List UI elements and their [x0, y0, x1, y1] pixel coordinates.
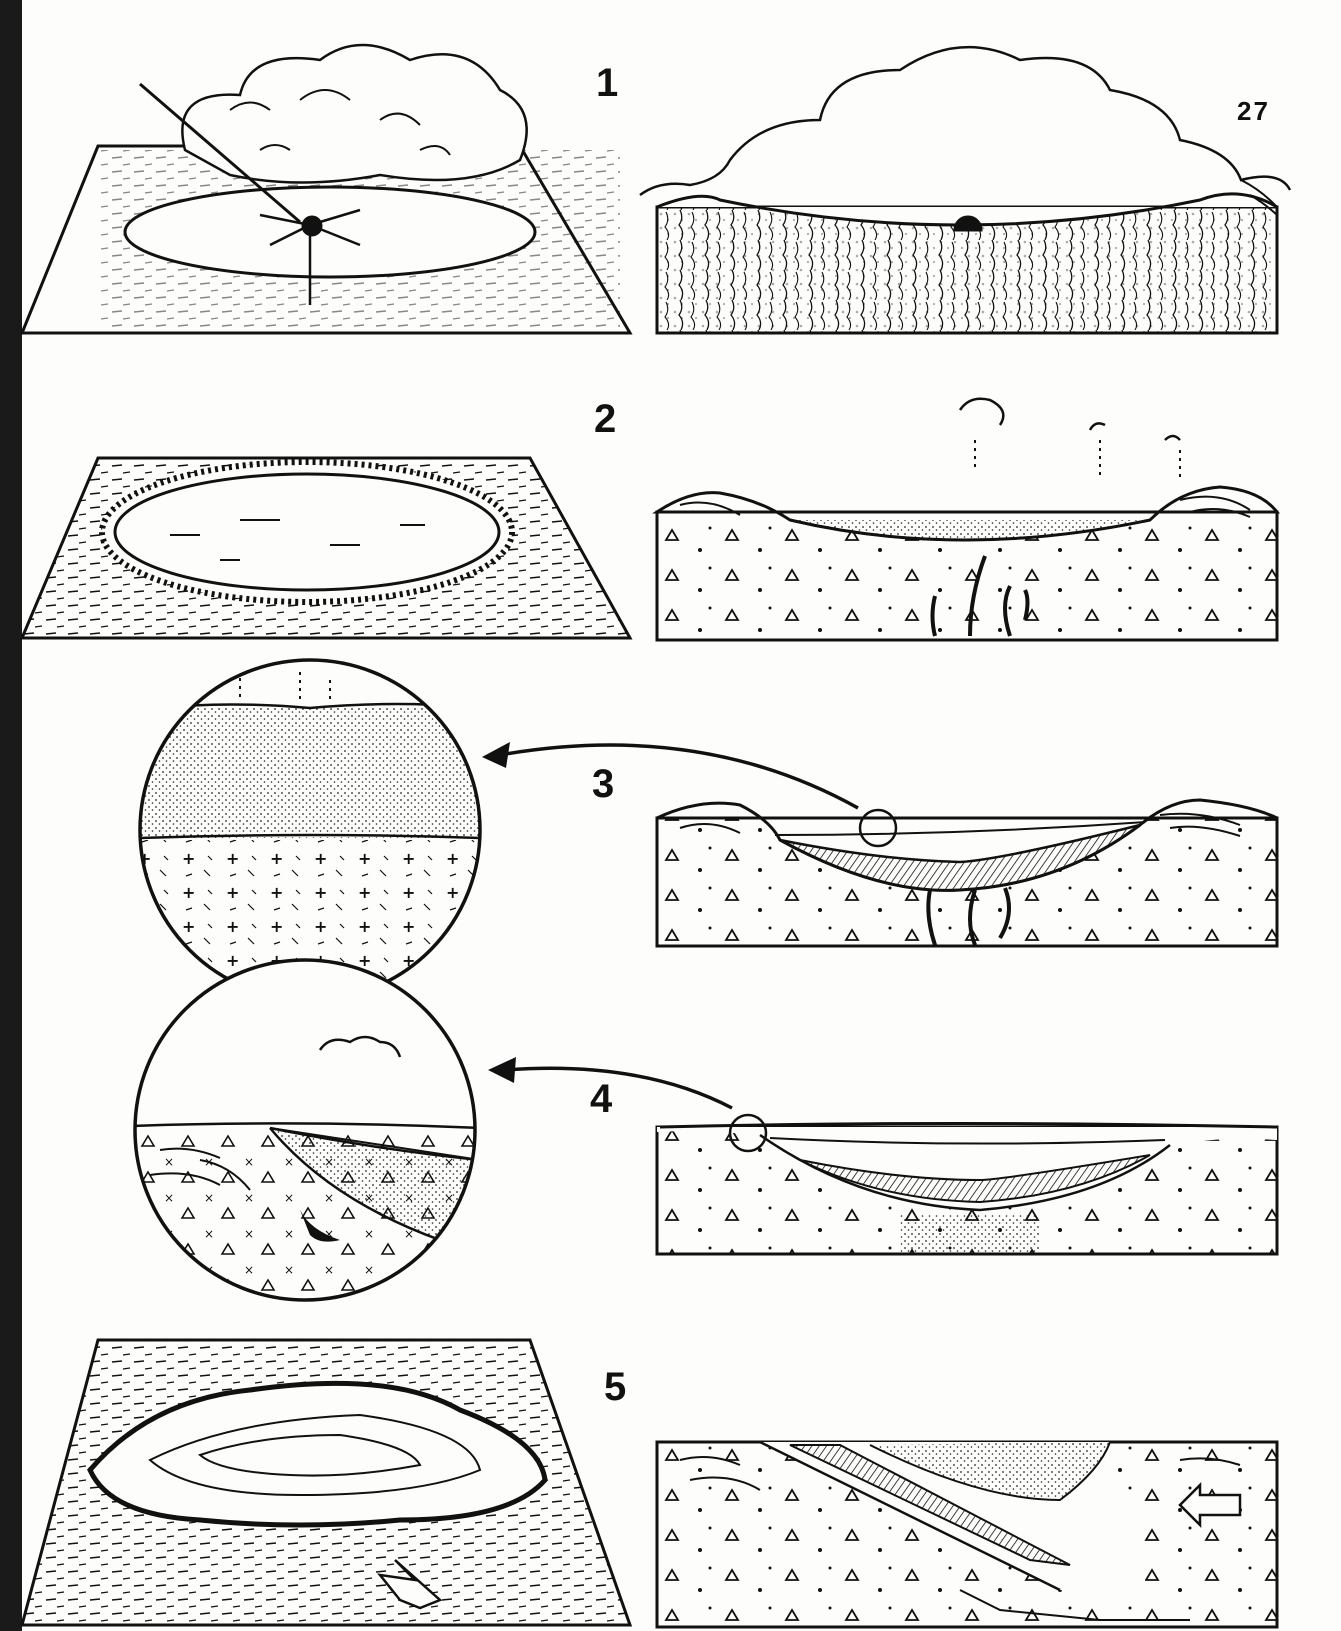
stage-2-perspective: [22, 458, 630, 638]
stage-number-1: 1: [596, 61, 618, 105]
page-number: 27: [1237, 96, 1270, 126]
stage-3-magnified-circle: [140, 660, 480, 1010]
stage-3-callout-arrow: [482, 742, 858, 808]
stage-1-perspective: [22, 45, 630, 333]
stage-4-cross-section: [657, 1115, 1277, 1254]
stage-number-3: 3: [592, 762, 614, 806]
stage-number-4: 4: [590, 1077, 613, 1121]
stage-3-cross-section: [657, 800, 1277, 946]
stage-4-magnified-circle: [130, 960, 480, 1310]
stage-5-cross-section: [657, 1442, 1277, 1627]
stage-number-5: 5: [604, 1365, 626, 1409]
stage-1-cross-section: [640, 47, 1290, 333]
stage-number-2: 2: [594, 397, 616, 441]
stage-2-cross-section: [657, 399, 1277, 640]
stage-5-perspective: [22, 1340, 630, 1625]
